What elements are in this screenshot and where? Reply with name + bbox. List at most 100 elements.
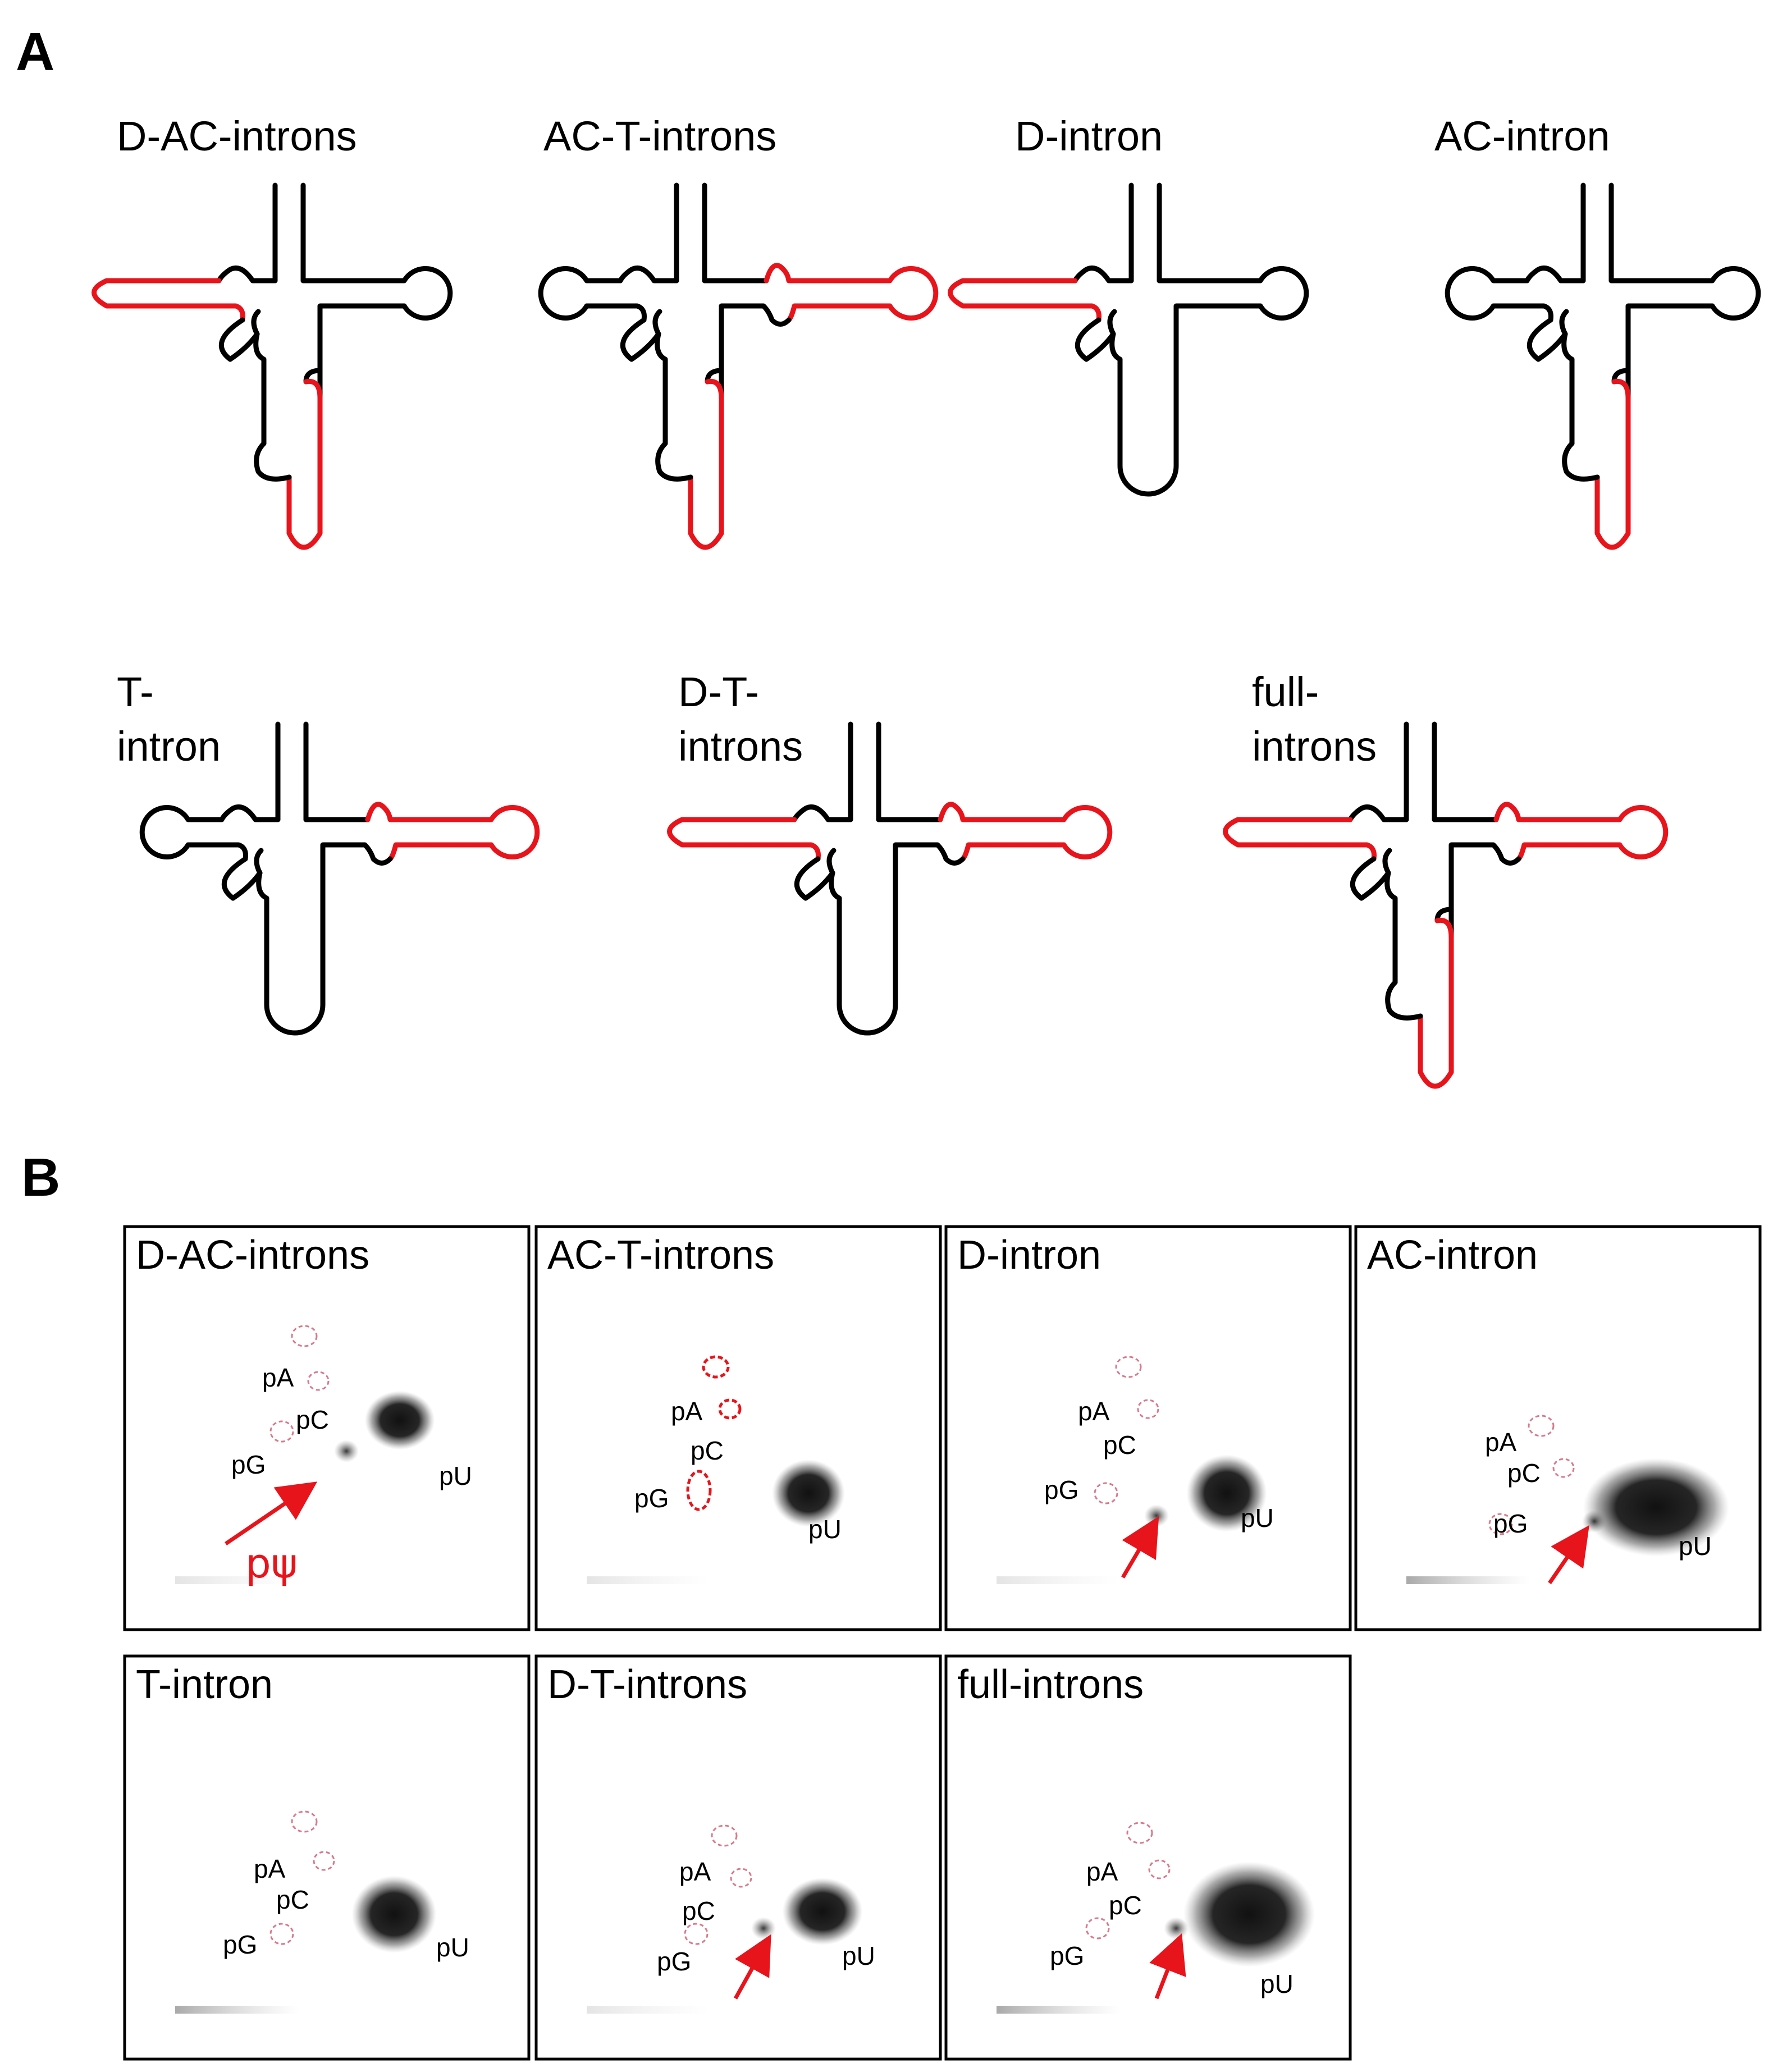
- d-arm-bulge: [1347, 804, 1409, 822]
- pc-label: pC: [691, 1436, 724, 1465]
- t-arm-bottom: [719, 303, 792, 446]
- inner-loop: [1382, 848, 1392, 876]
- pc-label: pC: [1103, 1430, 1136, 1460]
- d-arm-intron: [1223, 817, 1377, 862]
- variable-loop-left: [221, 856, 269, 985]
- construct-title-ac-t-introns: AC-T-introns: [543, 113, 776, 159]
- tlc-title: T-intron: [136, 1662, 273, 1707]
- tlc-frame: [534, 1654, 942, 2061]
- pg-label: pG: [1050, 1941, 1084, 1970]
- origin-streak: [175, 1576, 299, 1584]
- pc-label: pC: [682, 1896, 715, 1925]
- tlc-frame: [944, 1225, 1352, 1631]
- pa-label: pA: [671, 1397, 703, 1426]
- pa-label: pA: [262, 1363, 294, 1392]
- pg-marker: [686, 1470, 712, 1511]
- origin-streak: [175, 2006, 299, 2014]
- inner-loop: [826, 848, 837, 876]
- variable-loop-left: [620, 317, 668, 446]
- construct-title-d-ac-introns: D-AC-introns: [117, 113, 357, 159]
- pc-marker: [1148, 1859, 1171, 1879]
- tlc-frame: [123, 1654, 531, 2061]
- ac-arm-intron: [688, 378, 724, 550]
- pu-spot: [351, 1876, 437, 1953]
- inner-loop: [1559, 309, 1569, 337]
- pu-label: pU: [808, 1515, 842, 1544]
- pc-label: pC: [1507, 1458, 1541, 1488]
- pa-marker: [702, 1355, 730, 1379]
- t-arm: [300, 266, 453, 446]
- d-arm: [538, 266, 679, 323]
- tlc-title: D-intron: [957, 1233, 1101, 1278]
- d-arm-intron: [92, 278, 245, 323]
- t-arm-intron: [764, 263, 939, 323]
- inner-loop: [251, 309, 261, 337]
- variable-loop-left: [218, 317, 267, 446]
- trna-full: [1223, 721, 1669, 1089]
- pu-label: pU: [439, 1461, 472, 1490]
- inner-loop: [652, 309, 662, 337]
- psi-spot: [1164, 1917, 1189, 1940]
- d-arm-bulge: [216, 266, 278, 283]
- origin-streak: [587, 2006, 710, 2014]
- origin-streak: [587, 1576, 710, 1584]
- pg-label: pG: [657, 1947, 691, 1976]
- pa-marker: [1528, 1415, 1555, 1437]
- pa-marker: [711, 1824, 738, 1847]
- pg-label: pG: [1044, 1475, 1078, 1504]
- pa-label: pA: [1485, 1428, 1517, 1457]
- psi-arrow: [225, 1481, 318, 1545]
- construct-title-d-t-introns-line1: D-T-: [678, 669, 759, 715]
- pa-label: pA: [254, 1854, 286, 1883]
- psi-label: pψ: [245, 1540, 298, 1587]
- construct-title-full-introns-line2: introns: [1252, 723, 1377, 770]
- psi-arrow: [733, 1934, 771, 2000]
- variable-loop-left: [1350, 856, 1398, 985]
- pg-label: pG: [1493, 1509, 1528, 1538]
- pg-label: pG: [634, 1484, 669, 1513]
- t-arm-intron: [365, 802, 540, 862]
- ac-bulge-bottom: [1385, 980, 1423, 1021]
- pc-marker: [730, 1868, 752, 1888]
- psi-spot: [1582, 1510, 1607, 1533]
- pu-spot: [1183, 1861, 1315, 1967]
- pu-spot: [1186, 1454, 1267, 1532]
- ac-arm-intron: [1418, 917, 1454, 1089]
- construct-title-t-intron-line2: intron: [117, 723, 221, 770]
- pa-marker: [291, 1325, 318, 1347]
- pc-label: pC: [276, 1885, 309, 1914]
- pu-spot: [364, 1391, 435, 1450]
- variable-loop-left: [1527, 317, 1575, 446]
- ac-bulge-bottom: [254, 441, 292, 482]
- d-arm-intron: [667, 817, 821, 862]
- psi-arrow: [1121, 1516, 1159, 1579]
- d-arm-intron: [948, 278, 1102, 323]
- construct-title-t-intron-line1: T-: [117, 669, 154, 715]
- pc-marker: [718, 1398, 742, 1420]
- construct-title-ac-intron: AC-intron: [1434, 113, 1610, 159]
- tlc-title: AC-T-introns: [547, 1233, 774, 1278]
- construct-title-d-t-introns-line2: introns: [678, 723, 803, 770]
- t-arm-bottom: [1448, 842, 1521, 985]
- psi-arrow: [1149, 1933, 1186, 2000]
- t-arm: [1157, 266, 1309, 446]
- pg-marker: [269, 1923, 294, 1945]
- origin-streak: [997, 1576, 1120, 1584]
- origin-streak: [1406, 1576, 1530, 1584]
- origin-streak: [997, 2006, 1120, 2014]
- pa-label: pA: [1086, 1857, 1118, 1886]
- pg-label: pG: [231, 1450, 266, 1479]
- trna-d: [948, 182, 1309, 497]
- panel-letter-a: A: [16, 22, 54, 82]
- t-arm: [1608, 266, 1761, 446]
- panel-letter-b: B: [21, 1147, 60, 1207]
- ac-arm: [264, 980, 326, 1036]
- tlc-title: AC-intron: [1367, 1233, 1538, 1278]
- pg-marker: [269, 1420, 294, 1443]
